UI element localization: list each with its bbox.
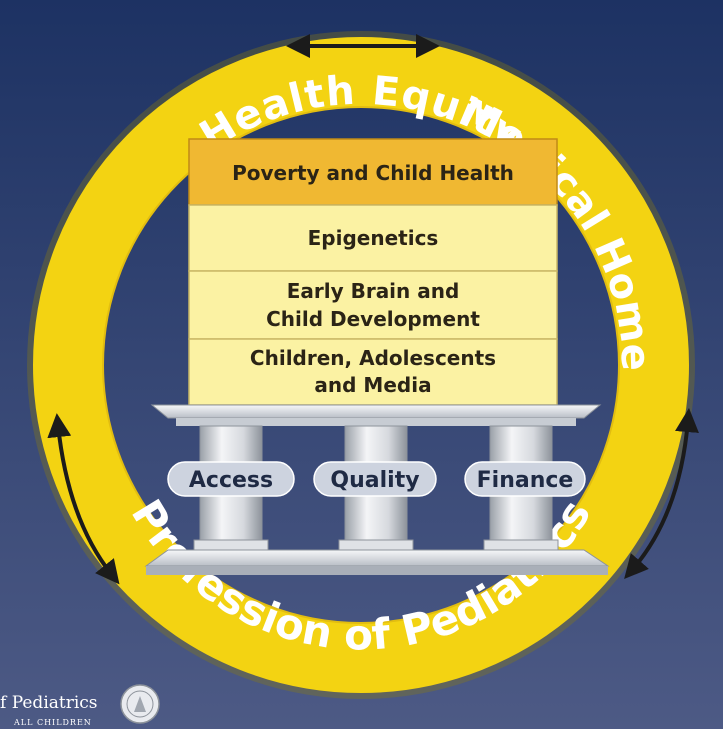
box-media-line2: and Media bbox=[314, 373, 431, 397]
top-slab bbox=[150, 404, 602, 419]
box-poverty-label: Poverty and Child Health bbox=[232, 161, 514, 185]
right-double-arrow bbox=[624, 408, 699, 580]
footer-tagline: ALL CHILDREN bbox=[13, 718, 92, 727]
topic-stack: Poverty and Child Health Epigenetics Ear… bbox=[188, 138, 558, 406]
box-epigenetics-label: Epigenetics bbox=[308, 226, 439, 250]
box-early-brain bbox=[188, 270, 558, 340]
base-slab-edge bbox=[146, 566, 608, 575]
ring-inner-edge bbox=[102, 106, 620, 624]
pill-finance-label: Finance bbox=[477, 468, 574, 493]
yellow-ring bbox=[33, 37, 689, 693]
aap-logo: f Pediatrics ALL CHILDREN bbox=[0, 684, 160, 727]
box-poverty bbox=[188, 138, 558, 206]
pill-finance: Finance bbox=[464, 461, 586, 497]
footer-org-text: f Pediatrics bbox=[0, 693, 98, 713]
box-media-line1: Children, Adolescents bbox=[250, 346, 496, 370]
pill-quality-label: Quality bbox=[330, 468, 419, 493]
base-slab bbox=[144, 549, 610, 567]
box-early-brain-line1: Early Brain and bbox=[287, 279, 460, 303]
pill-quality: Quality bbox=[313, 461, 437, 497]
top-slab-under bbox=[176, 418, 576, 426]
left-double-arrow bbox=[47, 413, 120, 585]
pill-access: Access bbox=[167, 461, 295, 497]
box-early-brain-line2: Child Development bbox=[266, 307, 480, 331]
pill-access-label: Access bbox=[189, 468, 273, 493]
box-media bbox=[188, 338, 558, 406]
box-epigenetics bbox=[188, 204, 558, 272]
